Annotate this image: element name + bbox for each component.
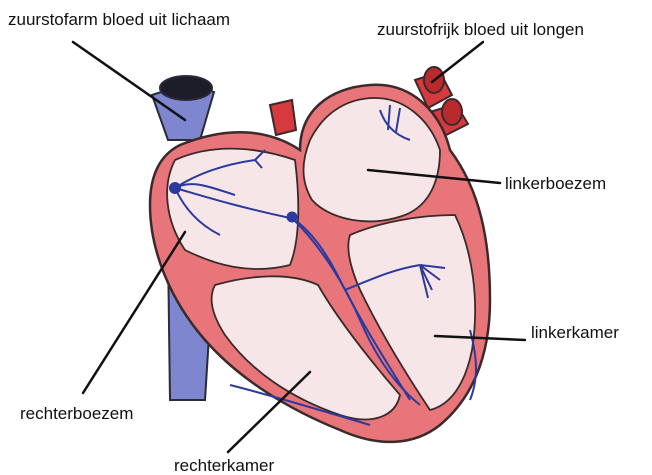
sinoatrial-node: [169, 182, 181, 194]
label-deoxygenated-blood: zuurstofarm bloed uit lichaam: [8, 11, 230, 28]
label-left-ventricle: linkerkamer: [531, 324, 619, 341]
leader-line-oxygenated: [432, 42, 483, 82]
label-right-atrium: rechterboezem: [20, 405, 133, 422]
label-right-ventricle: rechterkamer: [174, 457, 274, 474]
label-oxygenated-blood: zuurstofrijk bloed uit longen: [377, 21, 584, 38]
vena-cava-opening: [160, 76, 212, 100]
atrioventricular-node: [287, 212, 298, 223]
label-left-atrium: linkerboezem: [505, 175, 606, 192]
